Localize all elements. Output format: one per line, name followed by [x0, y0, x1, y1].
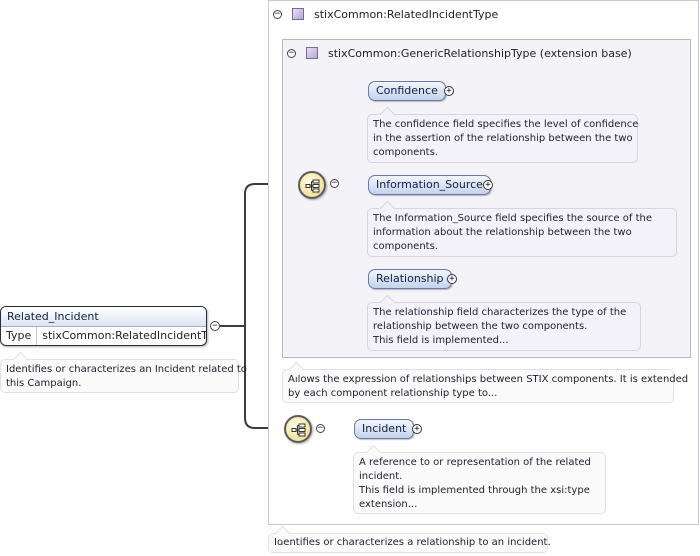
- doc-line: by each component relationship type to..…: [288, 388, 498, 399]
- outer-type-documentation: Identifies or characterizes a relationsh…: [268, 525, 551, 553]
- base-type-documentation: Allows the expression of relationships b…: [282, 361, 689, 403]
- element-information-source[interactable]: Information_Source: [368, 175, 491, 195]
- element-relationship[interactable]: Relationship: [368, 269, 452, 289]
- doc-line: The confidence field specifies the level…: [373, 119, 639, 130]
- doc-line: this Campaign.: [6, 378, 82, 389]
- outer-type-collapse-button[interactable]: −: [273, 9, 282, 19]
- confidence-documentation: The confidence field specifies the level…: [367, 106, 639, 163]
- root-element-documentation: Identifies or characterizes an Incident …: [0, 351, 247, 393]
- base-type-name: stixCommon:GenericRelationshipType (exte…: [328, 47, 632, 60]
- doc-line: relationship between the two components.: [373, 321, 588, 332]
- incident-documentation: A reference to or representation of the …: [353, 444, 606, 514]
- sequence-compositor-icon[interactable]: [284, 415, 312, 443]
- element-incident[interactable]: Incident: [354, 419, 415, 439]
- doc-line: Identifies or characterizes an Incident …: [6, 364, 247, 375]
- base-type-collapse-button[interactable]: −: [287, 48, 296, 58]
- relationship-documentation: The relationship field characterizes the…: [367, 294, 641, 351]
- root-element-type-row: Type stixCommon:RelatedIncidentType: [1, 327, 206, 345]
- incident-expand-button[interactable]: +: [412, 424, 422, 434]
- doc-line: in the assertion of the relationship bet…: [373, 133, 633, 144]
- incident-sequence-collapse-button[interactable]: −: [316, 423, 325, 433]
- doc-line: information about the relationship betwe…: [373, 227, 632, 238]
- doc-line: components.: [373, 241, 438, 252]
- doc-line: components.: [373, 147, 438, 158]
- root-element-name: Related_Incident: [1, 307, 206, 327]
- element-confidence[interactable]: Confidence: [368, 81, 446, 101]
- type-value: stixCommon:RelatedIncidentType: [42, 329, 207, 342]
- doc-line: extension...: [359, 499, 418, 510]
- doc-line: This field is implemented through the xs…: [359, 485, 590, 496]
- confidence-expand-button[interactable]: +: [444, 86, 454, 96]
- doc-line: This field is implemented...: [373, 335, 509, 346]
- root-element-related-incident[interactable]: Related_Incident Type stixCommon:Related…: [0, 306, 207, 346]
- root-collapse-button[interactable]: −: [210, 321, 220, 331]
- doc-line: The relationship field characterizes the…: [373, 307, 627, 318]
- information-source-documentation: The Information_Source field specifies t…: [367, 200, 677, 257]
- doc-line: Allows the expression of relationships b…: [288, 374, 689, 385]
- complex-type-icon: [306, 47, 318, 59]
- doc-line: A reference to or representation of the …: [359, 457, 591, 468]
- type-key: Type: [1, 327, 38, 345]
- outer-type-name: stixCommon:RelatedIncidentType: [314, 8, 499, 21]
- sequence-collapse-button[interactable]: −: [330, 178, 339, 188]
- doc-line: Identifies or characterizes a relationsh…: [274, 537, 551, 548]
- relationship-expand-button[interactable]: +: [447, 274, 457, 284]
- doc-line: The Information_Source field specifies t…: [373, 213, 652, 224]
- sequence-compositor-icon[interactable]: [298, 171, 326, 199]
- doc-line: incident.: [359, 471, 403, 482]
- complex-type-icon: [292, 8, 304, 20]
- information-source-expand-button[interactable]: +: [483, 180, 493, 190]
